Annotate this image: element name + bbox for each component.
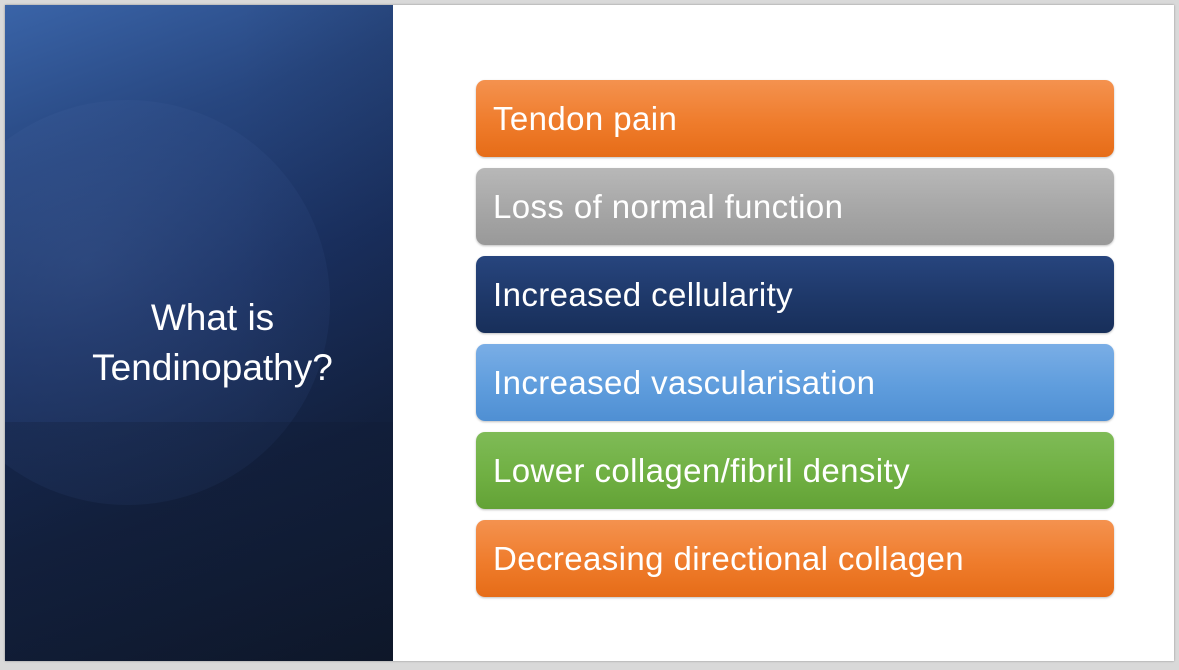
list-item-label: Lower collagen/fibril density [493, 451, 910, 489]
decorative-circle [5, 100, 330, 505]
list-item-increased-vascularisation: Increased vascularisation [476, 344, 1114, 421]
list-item-tendon-pain: Tendon pain [476, 80, 1114, 157]
list-item-decreasing-directional-collagen: Decreasing directional collagen [476, 520, 1114, 597]
slide-title: What is Tendinopathy? [45, 293, 380, 393]
list-item-label: Decreasing directional collagen [493, 539, 964, 577]
list-item-label: Increased vascularisation [493, 363, 876, 401]
list-item-label: Increased cellularity [493, 275, 794, 313]
list-item-label: Tendon pain [493, 99, 678, 137]
slide: What is Tendinopathy? Tendon pain Loss o… [5, 5, 1174, 661]
slide-title-line-2: Tendinopathy? [92, 347, 333, 388]
list-item-increased-cellularity: Increased cellularity [476, 256, 1114, 333]
slide-title-line-1: What is [150, 297, 275, 338]
title-panel: What is Tendinopathy? [5, 5, 393, 661]
list-item-loss-of-function: Loss of normal function [476, 168, 1114, 245]
list-item-lower-collagen-density: Lower collagen/fibril density [476, 432, 1114, 509]
decorative-band-top [5, 5, 393, 422]
decorative-band [5, 422, 393, 661]
list-item-label: Loss of normal function [493, 187, 844, 225]
symptom-list: Tendon pain Loss of normal function Incr… [476, 80, 1114, 608]
